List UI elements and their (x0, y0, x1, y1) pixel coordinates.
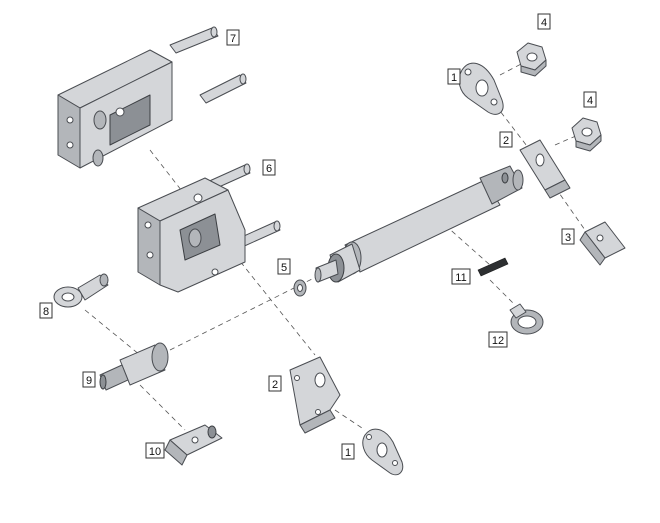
callout-label: 8 (43, 306, 49, 318)
callout-7: 7 (226, 29, 240, 46)
leader-guide-rod-eye (84, 309, 141, 356)
leader-guide-nut-rear (499, 61, 526, 76)
callout-label: 1 (345, 447, 351, 459)
hex-nut-middle (571, 117, 602, 152)
callout-9: 9 (82, 371, 96, 388)
callout-label: 2 (272, 379, 278, 391)
leader-guide-main-axis (169, 269, 331, 351)
callout-label: 4 (587, 95, 593, 107)
clevis (164, 424, 223, 466)
guide-unit-short-rods (137, 163, 281, 293)
angle-bracket (579, 221, 626, 266)
pneumatic-cylinder (314, 165, 524, 283)
callout-label: 5 (281, 262, 287, 274)
hex-nut-top (516, 42, 547, 77)
callout-label: 10 (149, 446, 161, 458)
callout-label: 9 (86, 375, 92, 387)
callout-1-rear: 1 (447, 68, 461, 85)
leader-guide-clevis (139, 384, 186, 431)
callout-label: 6 (266, 163, 272, 175)
callout-label: 3 (565, 232, 571, 244)
callout-label: 7 (230, 33, 236, 45)
callout-12: 12 (488, 331, 508, 348)
leader-guide-sensor (444, 224, 491, 266)
rod-eye (53, 273, 109, 308)
rod-nut (293, 279, 307, 297)
flange-plate-front (362, 428, 404, 476)
callout-label: 2 (503, 135, 509, 147)
clamp-ring (509, 303, 544, 335)
sensor-pin (477, 257, 509, 277)
leader-guide-foot-front (234, 254, 316, 356)
foot-bracket-front (289, 356, 341, 434)
callout-5: 5 (277, 258, 291, 275)
callout-8: 8 (39, 302, 53, 319)
callout-10: 10 (145, 442, 165, 459)
leader-guide-clamp (489, 279, 516, 306)
callout-label: 1 (451, 72, 457, 84)
leader-guide-flange-front (334, 409, 366, 431)
guide-unit-long-rods (57, 26, 247, 169)
callout-4-top: 4 (537, 13, 551, 30)
rod-coupler (99, 342, 169, 391)
callout-6: 6 (262, 159, 276, 176)
callout-2-rear: 2 (499, 131, 513, 148)
pivot-bracket-rear (519, 139, 571, 199)
callout-11: 11 (451, 268, 471, 285)
flange-plate-rear (458, 62, 504, 115)
callout-4-middle: 4 (583, 91, 597, 108)
callout-2-front: 2 (268, 375, 282, 392)
callout-3: 3 (561, 228, 575, 245)
callout-label: 11 (455, 272, 466, 284)
leader-guide-7-to-6 (149, 149, 186, 196)
callout-1-front: 1 (341, 443, 355, 460)
callout-label: 4 (541, 17, 547, 29)
callout-label: 12 (492, 335, 504, 347)
